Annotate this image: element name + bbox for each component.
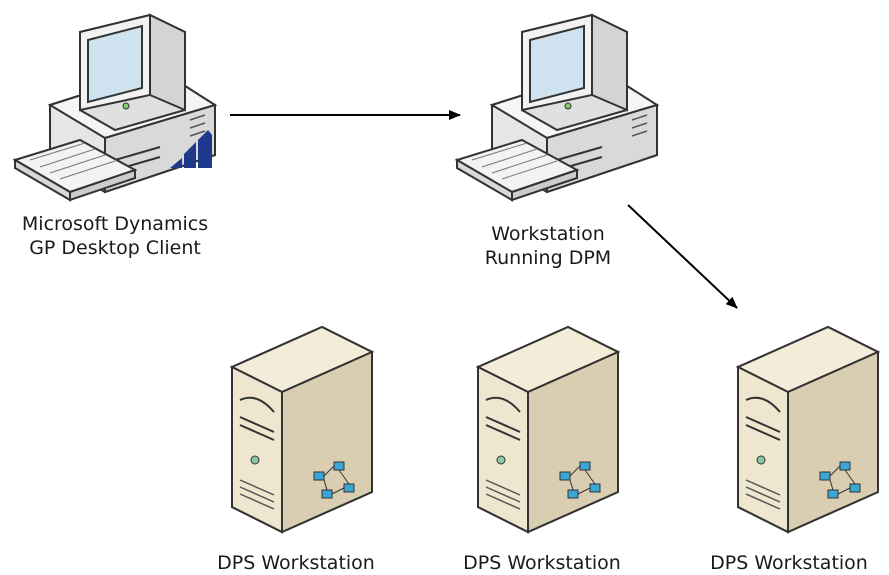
server-tower-icon (231, 326, 373, 533)
dpm-workstation-label: Workstation Running DPM (448, 222, 648, 270)
dps-workstation-1-label: DPS Workstation (217, 552, 375, 574)
dpm-workstation-label-line1: Workstation (491, 223, 605, 245)
gp-client-label-line2: GP Desktop Client (29, 237, 201, 259)
edge-dpm-to-dps3 (627, 204, 738, 309)
desktop-computer-icon (14, 14, 216, 201)
server-tower-icon (477, 326, 619, 533)
dynamics-logo-icon (170, 130, 212, 168)
dps-workstation-2-label: DPS Workstation (463, 552, 621, 574)
server-tower-icon (737, 326, 879, 533)
gp-client-label: Microsoft Dynamics GP Desktop Client (0, 212, 230, 260)
gp-client-label-line1: Microsoft Dynamics (21, 213, 209, 235)
dps-workstation-3-label: DPS Workstation (710, 552, 868, 574)
dpm-workstation-label-line2: Running DPM (484, 247, 612, 269)
desktop-computer-icon (456, 14, 658, 201)
